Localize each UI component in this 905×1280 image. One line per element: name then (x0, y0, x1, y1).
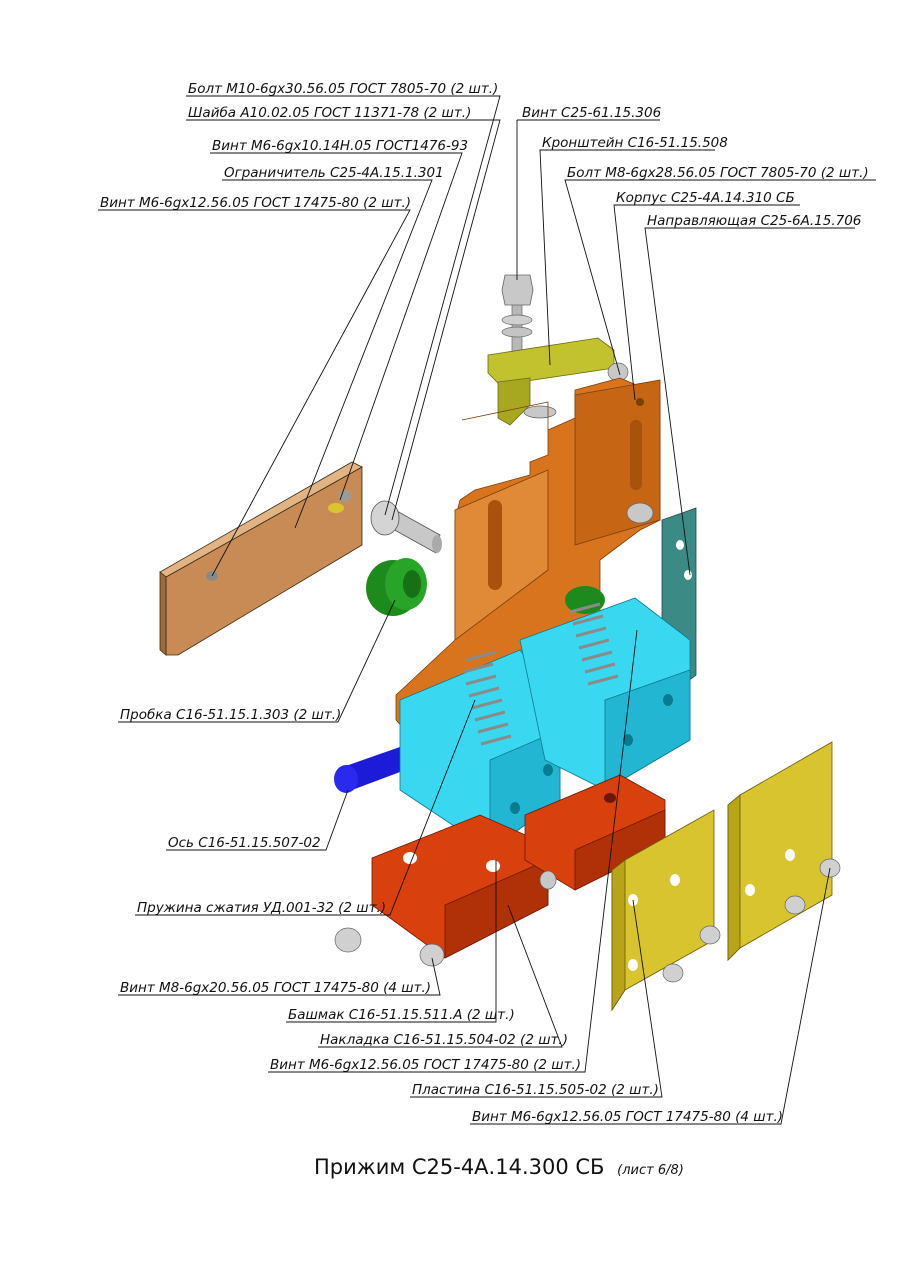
callout-labels: Болт М10-6gх30.56.05 ГОСТ 7805-70 (2 шт.… (100, 81, 869, 1125)
callout-axle: Ось С16-51.15.507-02 (168, 835, 321, 851)
callout-body: Корпус С25-4А.14.310 СБ (616, 190, 795, 206)
bolt-m10-part (370, 500, 442, 554)
title-main: Прижим С25-4А.14.300 СБ (314, 1155, 604, 1179)
plate-parts (611, 741, 841, 1012)
callout-bracket: Кронштейн С16-51.15.508 (542, 135, 728, 151)
callout-screw-m6-12-c: Винт М6-6gх12.56.05 ГОСТ 17475-80 (4 шт.… (472, 1109, 783, 1125)
callout-spring: Пружина сжатия УД.001-32 (2 шт.) (137, 900, 386, 916)
callout-bolt-m8: Болт М8-6gх28.56.05 ГОСТ 7805-70 (2 шт.) (567, 165, 869, 181)
callout-screw-m8-20: Винт М8-6gх20.56.05 ГОСТ 17475-80 (4 шт.… (120, 980, 431, 996)
loose-screws (334, 927, 445, 967)
callout-plug: Пробка С16-51.15.1.303 (2 шт.) (120, 707, 341, 723)
limiter-plate (159, 461, 363, 656)
svg-text:Прижим С25-4А.14.300 СБ: Прижим С25-4А.14.300 СБ (лист 6/8) (314, 1155, 684, 1179)
title-sheet: (лист 6/8) (617, 1163, 684, 1178)
callout-plate: Пластина С16-51.15.505-02 (2 шт.) (412, 1082, 659, 1098)
callout-washer-a10: Шайба А10.02.05 ГОСТ 11371-78 (2 шт.) (188, 105, 471, 121)
spring-parts (462, 602, 619, 746)
callout-screw-m6-12-b: Винт М6-6gх12.56.05 ГОСТ 17475-80 (2 шт.… (270, 1057, 581, 1073)
block-parts (399, 597, 691, 851)
plug-part (366, 558, 427, 616)
callout-pad: Накладка С16-51.15.504-02 (2 шт.) (320, 1032, 568, 1048)
callout-guide: Направляющая С25-6А.15.706 (647, 213, 861, 229)
callout-shoe: Башмак С16-51.15.511.А (2 шт.) (288, 1007, 515, 1023)
callout-bolt-m10: Болт М10-6gх30.56.05 ГОСТ 7805-70 (2 шт.… (188, 81, 498, 97)
drawing-title: Прижим С25-4А.14.300 СБ (лист 6/8) (314, 1155, 684, 1179)
callout-limiter: Ограничитель С25-4А.15.1.301 (224, 165, 444, 181)
screw-c25-part (501, 274, 534, 361)
leader-lines (98, 95, 876, 1125)
shoe-parts (371, 774, 666, 959)
callout-screw-m6-10: Винт М6-6gх10.14Н.05 ГОСТ1476-93 (212, 138, 468, 154)
callout-screw-c25: Винт С25-61.15.306 (522, 105, 661, 121)
callout-screw-m6-12-a: Винт М6-6gх12.56.05 ГОСТ 17475-80 (2 шт.… (100, 195, 411, 211)
